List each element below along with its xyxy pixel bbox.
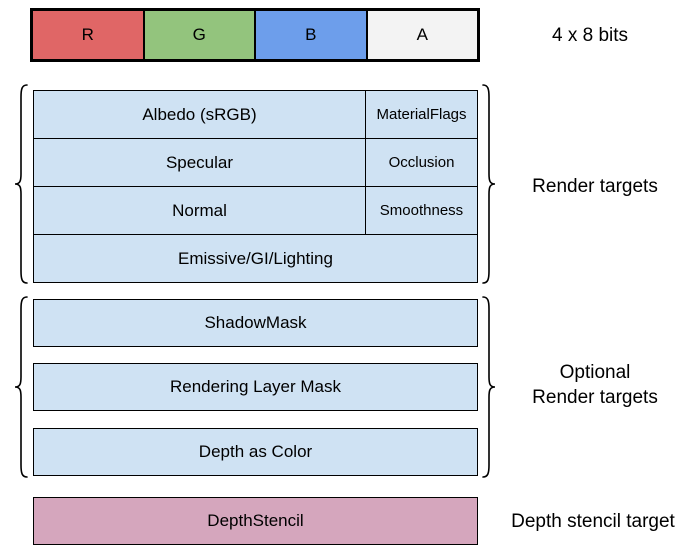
box-rendering-layer-mask: Rendering Layer Mask (33, 363, 478, 411)
channel-cell-g: G (142, 11, 254, 59)
right-brace-optional-targets (481, 296, 497, 478)
table-row: Emissive/GI/Lighting (34, 234, 477, 282)
channel-label-r: R (81, 25, 94, 44)
cell-albedo: Albedo (sRGB) (142, 104, 257, 124)
channel-bar: R G B A (30, 8, 480, 62)
cell-normal: Normal (172, 200, 227, 220)
left-brace-render-targets (13, 84, 29, 284)
render-targets-label: Render targets (532, 176, 658, 197)
cell-emissive: Emissive/GI/Lighting (178, 248, 333, 268)
cell-specular: Specular (165, 152, 234, 172)
table-row: Normal Smoothness (34, 186, 477, 234)
channel-cell-b: B (254, 11, 366, 59)
cell-occlusion: Occlusion (365, 139, 477, 186)
optional-label-line2: Render targets (532, 387, 658, 408)
box-depthstencil: DepthStencil (33, 497, 478, 545)
channel-cell-a: A (365, 11, 477, 59)
channel-label-b: B (305, 25, 317, 44)
cell-smoothness: Smoothness (365, 187, 477, 234)
render-targets-table: Albedo (sRGB) MaterialFlags Specular Occ… (33, 90, 478, 283)
left-brace-optional-targets (13, 296, 29, 478)
bits-caption: 4 x 8 bits (551, 25, 629, 46)
channel-label-g: G (192, 25, 206, 44)
right-brace-render-targets (481, 84, 497, 284)
box-shadowmask: ShadowMask (33, 299, 478, 347)
table-row: Specular Occlusion (34, 138, 477, 186)
box-depth-as-color: Depth as Color (33, 428, 478, 476)
channel-cell-r: R (33, 11, 143, 59)
optional-render-targets-label: Optional Render targets (503, 360, 687, 410)
cell-materialflags: MaterialFlags (365, 91, 477, 138)
table-row: Albedo (sRGB) MaterialFlags (34, 91, 477, 138)
optional-label-line1: Optional (559, 362, 631, 383)
depth-stencil-label: Depth stencil target (511, 511, 675, 532)
channel-label-a: A (416, 25, 428, 44)
